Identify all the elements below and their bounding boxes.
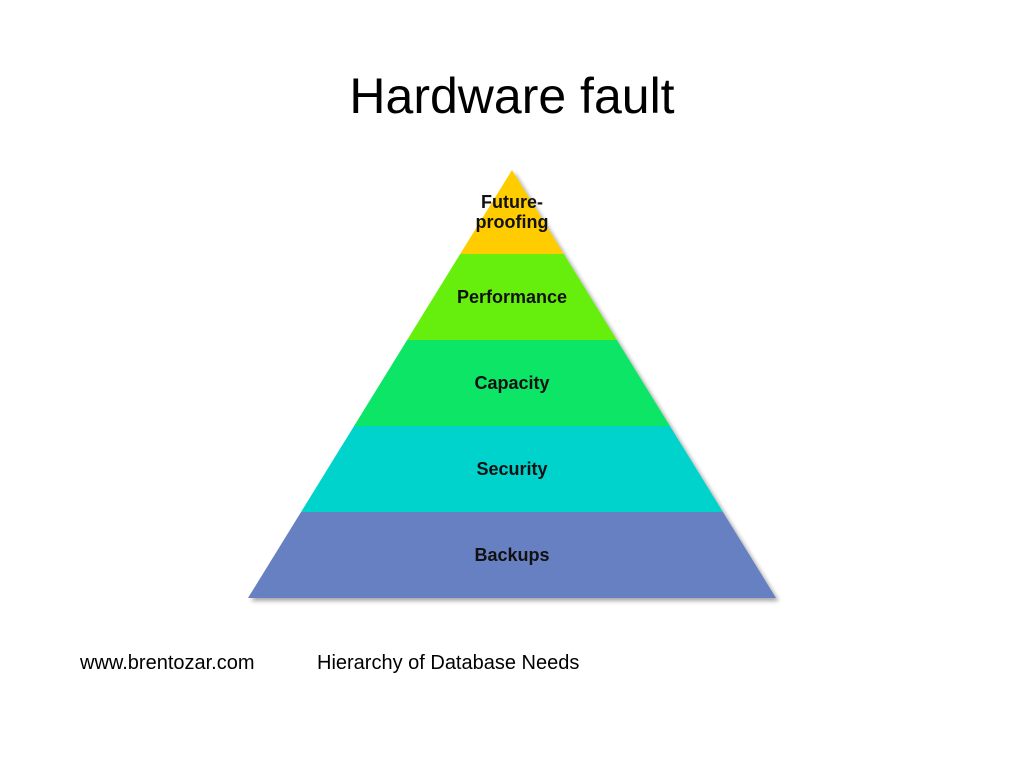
pyramid-level-2-label: Performance — [457, 287, 567, 307]
pyramid-labels: Future-proofingPerformanceCapacitySecuri… — [457, 192, 567, 565]
pyramid-bands — [248, 170, 776, 598]
pyramid-level-5-label: Backups — [474, 545, 549, 565]
pyramid-level-1 — [460, 170, 564, 254]
pyramid-level-5 — [248, 512, 776, 598]
pyramid-level-2 — [407, 254, 617, 340]
footer-caption: Hierarchy of Database Needs — [317, 652, 580, 674]
pyramid-level-4 — [301, 426, 723, 512]
pyramid-level-3 — [354, 340, 670, 426]
pyramid-level-4-label: Security — [476, 459, 547, 479]
slide-title: Hardware fault — [349, 68, 675, 124]
pyramid-level-3-label: Capacity — [474, 373, 549, 393]
footer-source: www.brentozar.com — [80, 652, 255, 674]
pyramid-level-1-label: Future-proofing — [476, 192, 549, 232]
